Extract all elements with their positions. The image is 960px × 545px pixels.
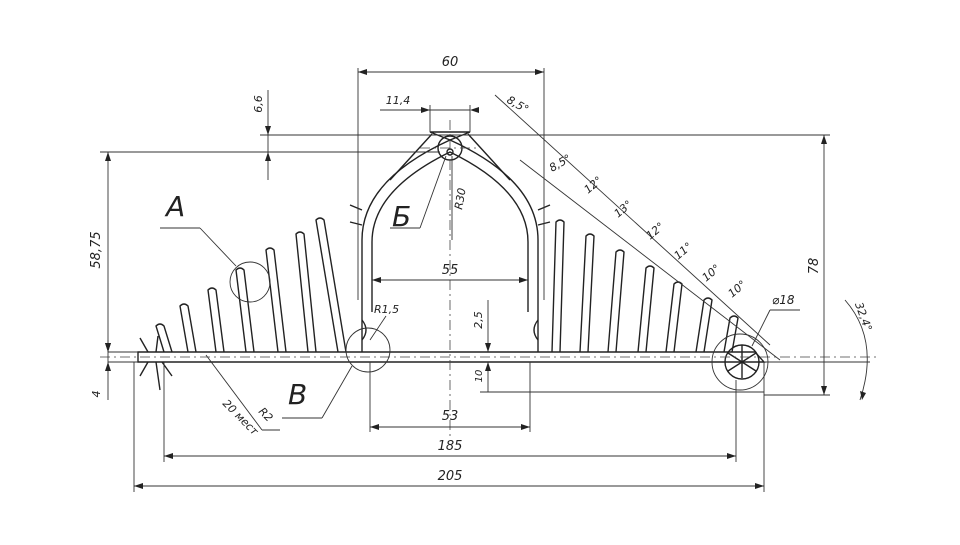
dim-inner-span: 185 [438, 439, 463, 454]
dim-base-thickness: 10 [474, 370, 485, 383]
dim-right-height: 78 [807, 258, 822, 275]
dim-nose-height: 6,6 [252, 95, 265, 113]
dim-inner-width: 55 [442, 263, 459, 278]
detail-callouts [160, 155, 769, 419]
dim-angle-second: 8,5° [547, 152, 573, 175]
left-fin-7 [315, 217, 347, 353]
right-fin-group [551, 219, 739, 353]
left-fin-1 [155, 323, 173, 353]
left-fin-4 [235, 267, 255, 353]
callout-letter-v: В [288, 378, 307, 411]
right-fin-1 [551, 219, 565, 353]
right-fin-7 [723, 315, 739, 353]
right-fin-2 [579, 233, 595, 353]
dim-angle-top: 8,5° [505, 93, 531, 116]
dim-fin-radius: R2 [256, 405, 276, 425]
callout-circle-a [229, 261, 271, 303]
dim-fin-angle-3: 12° [644, 220, 667, 242]
left-end-fork [139, 335, 173, 391]
callout-letters: A Б В [164, 190, 411, 411]
dim-overall-width: 205 [438, 469, 463, 484]
dim-pitch-note: 20 мест [220, 397, 261, 438]
callout-letter-a: A [164, 190, 185, 223]
dim-fin-angle-6: 10° [726, 278, 749, 300]
left-fin-2 [179, 303, 197, 353]
dimension-labels: 60 11,4 6,6 8,5° 8,5° 12° 13° 12° 11° 10… [89, 55, 875, 484]
callout-circle-v [345, 327, 391, 373]
right-fin-5 [665, 281, 683, 353]
dim-hole-diameter: ⌀18 [772, 293, 795, 307]
left-fin-6 [295, 231, 317, 353]
dim-small-radius: R1,5 [374, 303, 399, 316]
dim-top-width: 60 [442, 55, 459, 70]
right-fin-6 [695, 297, 713, 353]
dim-left-height: 58,75 [89, 231, 104, 268]
dimension-lines [100, 68, 870, 492]
right-fin-4 [637, 265, 655, 353]
dim-nose-width: 11,4 [386, 94, 411, 107]
callout-letter-b: Б [392, 200, 411, 233]
right-fin-3 [607, 249, 625, 353]
left-fin-5 [265, 247, 287, 353]
left-fin-3 [207, 287, 225, 353]
dimension-arrows [105, 69, 866, 489]
right-end-boss [724, 344, 760, 380]
dim-arch-radius: R30 [452, 187, 469, 211]
left-fin-group [155, 217, 347, 353]
dim-fin-angle-2: 13° [612, 198, 635, 220]
dim-slot-span: 53 [442, 409, 459, 424]
dim-fin-angle-5: 10° [700, 262, 723, 284]
dim-left-small: 4 [90, 391, 103, 398]
dim-slot-depth: 2,5 [472, 311, 485, 329]
dim-side-angle: 32,4° [852, 300, 874, 333]
